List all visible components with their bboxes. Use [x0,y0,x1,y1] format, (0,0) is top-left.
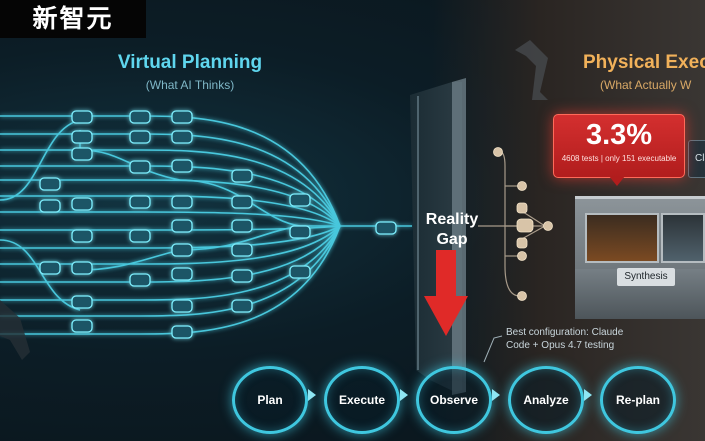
robot-arm-icon [0,300,30,360]
plan-node [231,243,253,257]
plan-edge [179,225,301,251]
executable-rate-value: 3.3% [585,119,653,151]
plan-node [171,267,193,281]
plan-node [231,219,253,233]
physical-node [516,218,534,233]
plan-node [375,221,397,235]
plan-node [289,193,311,207]
virtual-planning-subtitle: (What AI Thinks) [145,78,235,92]
plan-node [171,110,193,124]
plan-node [289,225,311,239]
plan-node [129,195,151,209]
cycle-step-execute: Execute [324,366,400,434]
brand-logo: 新智元 [0,0,146,38]
plan-node [231,269,253,283]
plan-node [71,295,93,309]
plan-edge [0,149,341,227]
plan-node [129,273,151,287]
best-configuration-note: Best configuration: Claude Code + Opus 4… [506,326,636,352]
side-panel-text: Cla [695,153,705,164]
physical-execution-subtitle: (What Actually W [600,78,692,92]
executable-rate-detail: 4608 tests | only 151 executable [561,154,677,163]
cycle-arrow-icon [584,389,592,401]
plan-edge [0,225,341,283]
plan-node [171,130,193,144]
plan-edge [0,133,341,227]
cycle-step-analyze: Analyze [508,366,584,434]
physical-node [543,221,553,231]
plan-node [231,299,253,313]
config-line1: Best configuration: Claude [506,327,624,338]
physical-node [516,237,528,249]
plan-node [129,110,151,124]
cycle-arrow-icon [308,389,316,401]
plan-edge [0,225,341,335]
gap-arrow-head [424,296,468,336]
plan-node [129,130,151,144]
physical-execution-title: Physical Execu [583,52,705,73]
cycle-arrow-icon [400,389,408,401]
synthesis-lab [575,196,705,319]
cycle-step-replan: Re-plan [600,366,676,434]
plan-node [171,299,193,313]
physical-node [493,147,503,157]
plan-node [71,130,93,144]
plan-node [39,199,61,213]
cycle-arrow-icon [492,389,500,401]
plan-node [171,195,193,209]
plan-node [71,197,93,211]
plan-node [71,229,93,243]
plan-node [129,160,151,174]
lab-window [661,213,705,263]
plan-node [71,147,93,161]
plan-node [171,243,193,257]
plan-node [171,159,193,173]
plan-node [39,177,61,191]
plan-node [171,325,193,339]
config-leader-line [483,335,503,363]
plan-node [39,261,61,275]
plan-node [231,195,253,209]
virtual-planning-title: Virtual Planning [117,52,263,73]
reality-gap-label: Reality Gap [415,210,489,250]
plan-node [71,319,93,333]
reality-gap-line1: Reality [425,211,479,228]
plan-node [71,110,93,124]
cycle-step-plan: Plan [232,366,308,434]
lab-window [585,213,659,263]
plan-edge [0,115,341,227]
executable-rate-callout: 3.3% 4608 tests | only 151 executable [553,114,685,178]
plan-node [231,169,253,183]
plan-edge [79,249,181,271]
callout-pointer [609,176,625,186]
physical-node [517,181,527,191]
plan-edge [0,225,341,249]
gap-arrow-shaft [436,250,456,298]
synthesis-label: Synthesis [617,268,675,286]
plan-node [129,229,151,243]
reality-gap-line2: Gap [436,231,468,248]
physical-node [516,202,528,214]
robot-arm-icon [515,40,548,100]
plan-edge [0,165,341,227]
plan-node [289,265,311,279]
side-panel: Cla [688,140,705,178]
plan-node [71,261,93,275]
physical-node [517,291,527,301]
physical-node [517,251,527,261]
config-line2: Code + Opus 4.7 testing [506,340,615,351]
cycle-step-observe: Observe [416,366,492,434]
plan-edge [0,225,341,317]
plan-edge [0,225,341,265]
plan-edge [0,119,81,201]
plan-node [171,219,193,233]
